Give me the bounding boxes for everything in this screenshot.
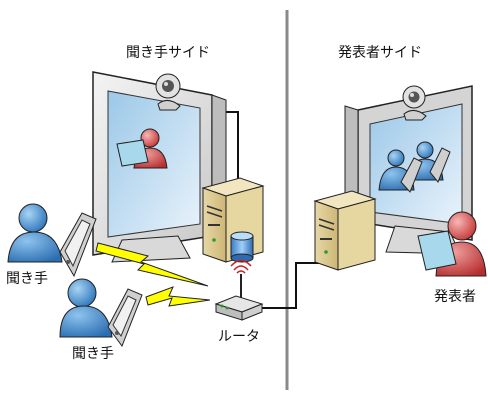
router-label: ルータ [218, 329, 260, 345]
listener-person-2 [59, 278, 113, 338]
router-icon [214, 259, 264, 321]
listeners-on-screen [378, 141, 451, 193]
webcam-icon [402, 85, 427, 121]
listener-label-2: 聞き手 [72, 346, 114, 362]
presenter-label: 発表者 [434, 289, 476, 305]
listener-monitor [92, 71, 227, 263]
listener-person-1 [7, 203, 63, 263]
webcam-icon [155, 73, 181, 111]
remote-presenter-on-screen [116, 128, 168, 169]
wireless-signal-bolt-1 [95, 242, 209, 287]
tablet-pc-icon [107, 288, 143, 348]
tablet-pc-icon [59, 212, 97, 278]
presenter-person [417, 211, 487, 277]
presenter-pc-tower [313, 190, 377, 271]
presenter-monitor [344, 85, 473, 255]
database-icon [230, 231, 254, 263]
wireless-signal-bolt-2 [145, 286, 211, 307]
cable-router-to-presenter-pc [248, 262, 330, 309]
presenter-side-label: 発表者サイド [338, 45, 422, 61]
listener-side-label: 聞き手サイド [126, 45, 210, 61]
listener-label-1: 聞き手 [6, 271, 48, 287]
